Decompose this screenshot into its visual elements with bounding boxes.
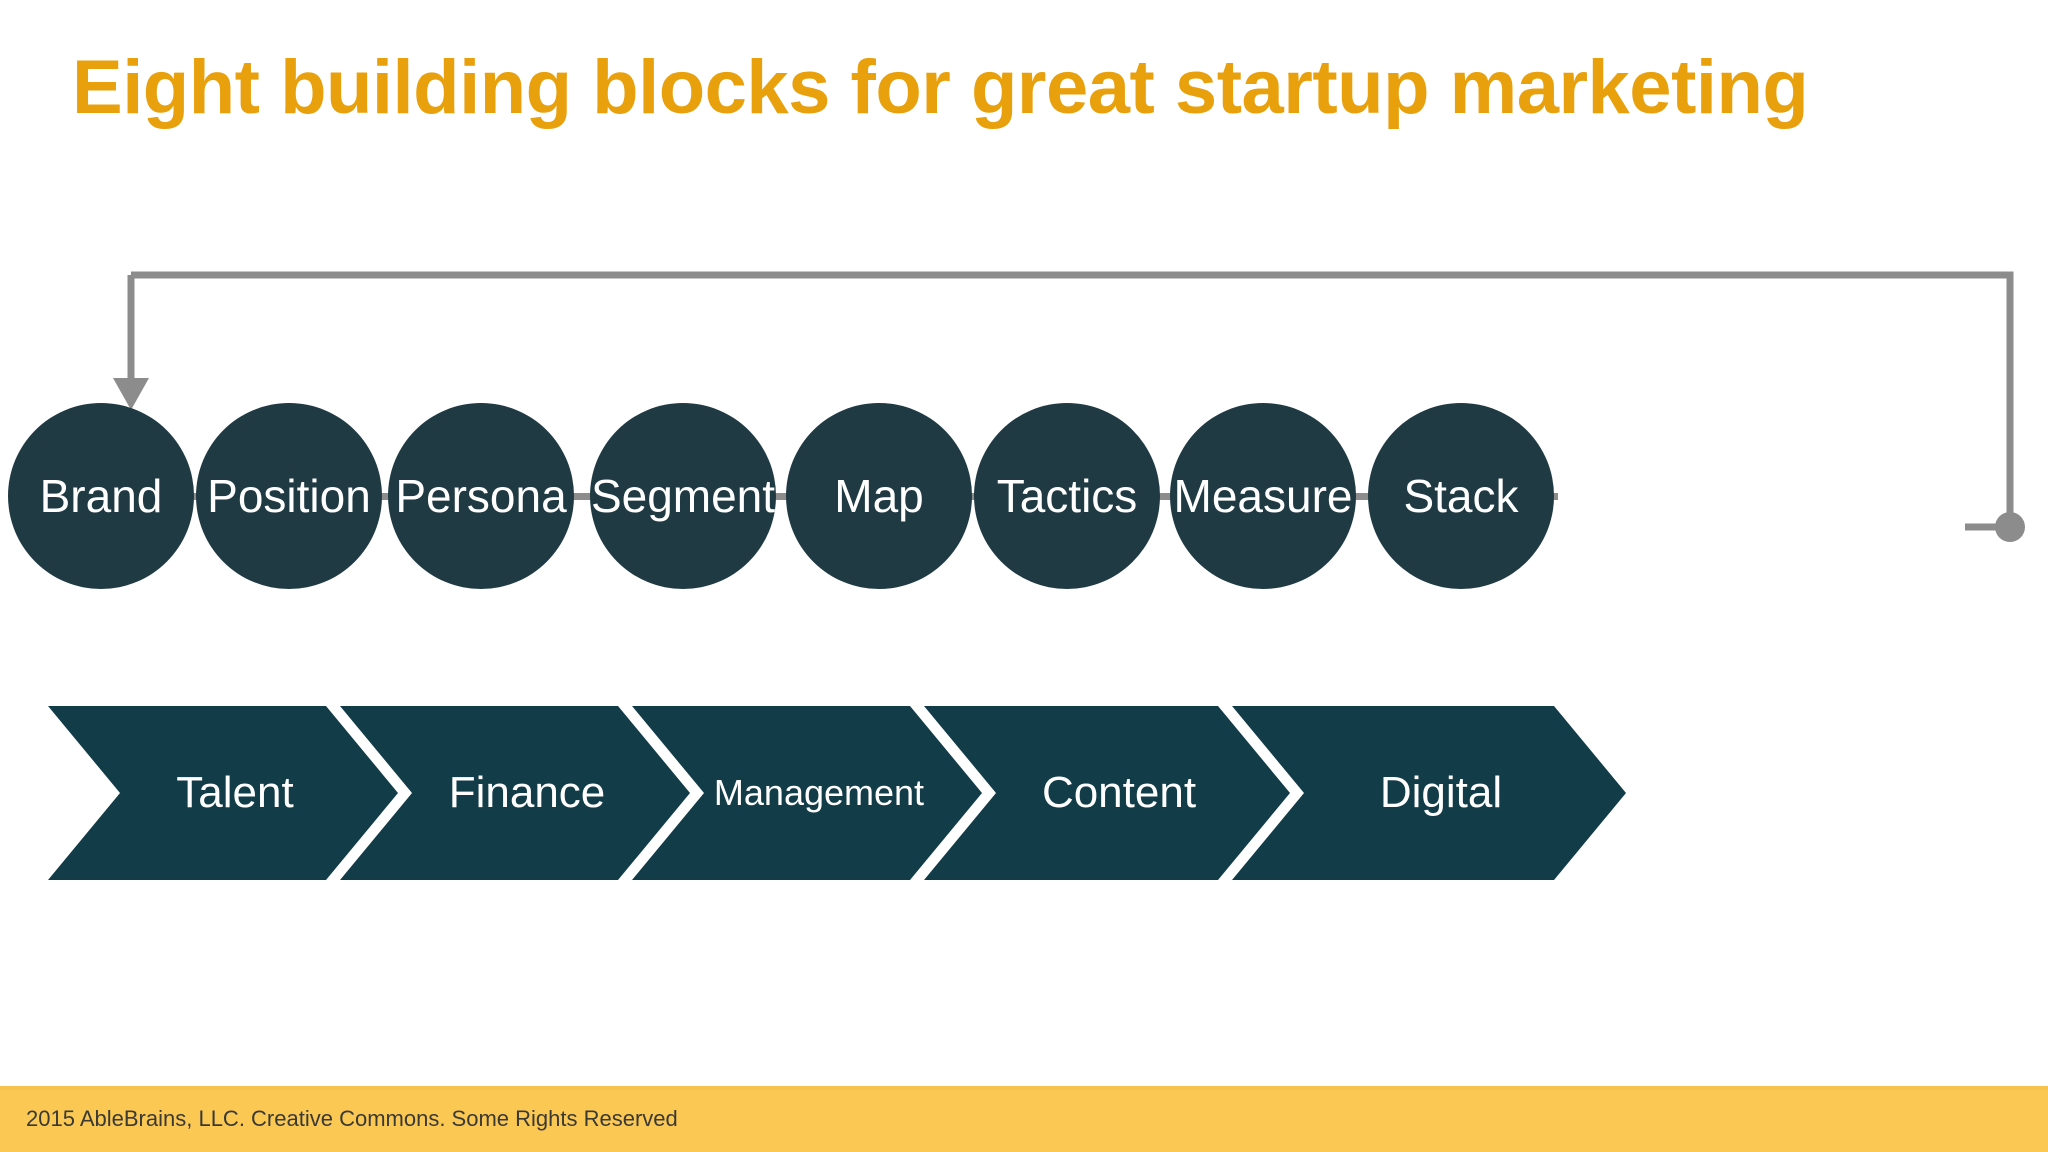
- connector-segment-map: [766, 493, 796, 500]
- block-label-measure: Measure: [1173, 470, 1353, 522]
- block-label-tactics: Tactics: [996, 470, 1138, 522]
- chevron-label-content: Content: [1041, 768, 1197, 817]
- building-blocks-row: Brand Position Persona Segment Map Tacti…: [0, 403, 2048, 659]
- chevron-label-talent: Talent: [176, 768, 294, 817]
- footer-bar: 2015 AbleBrains, LLC. Creative Commons. …: [0, 1086, 2048, 1152]
- connector-persona-segment: [565, 493, 595, 500]
- block-map[interactable]: Map: [786, 403, 972, 589]
- connector-measure-stack: [1345, 493, 1375, 500]
- chevron-label-management: Management: [713, 772, 925, 813]
- block-persona[interactable]: Persona: [388, 403, 574, 589]
- block-tactics[interactable]: Tactics: [974, 403, 1160, 589]
- block-label-map: Map: [834, 470, 924, 522]
- chevron-digital[interactable]: Digital: [1232, 706, 1626, 880]
- block-position[interactable]: Position: [196, 403, 382, 589]
- block-brand[interactable]: Brand: [8, 403, 194, 589]
- functions-chevron-band: Talent Finance Management Content Digita…: [48, 706, 2020, 880]
- connector-position-persona: [372, 493, 402, 500]
- block-segment[interactable]: Segment: [590, 403, 776, 589]
- chevron-label-digital: Digital: [1379, 768, 1503, 817]
- block-stack[interactable]: Stack: [1368, 403, 1554, 589]
- block-label-persona: Persona: [395, 470, 567, 522]
- footer-copyright: 2015 AbleBrains, LLC. Creative Commons. …: [26, 1106, 678, 1131]
- block-label-stack: Stack: [1403, 470, 1519, 522]
- page-title: Eight building blocks for great startup …: [72, 45, 1809, 130]
- connector-tactics-measure: [1148, 493, 1178, 500]
- block-label-brand: Brand: [39, 470, 163, 522]
- chevron-label-finance: Finance: [448, 768, 606, 817]
- block-label-segment: Segment: [590, 470, 776, 522]
- block-measure[interactable]: Measure: [1170, 403, 1356, 589]
- chevron-talent[interactable]: Talent: [48, 706, 398, 880]
- block-label-position: Position: [207, 470, 371, 522]
